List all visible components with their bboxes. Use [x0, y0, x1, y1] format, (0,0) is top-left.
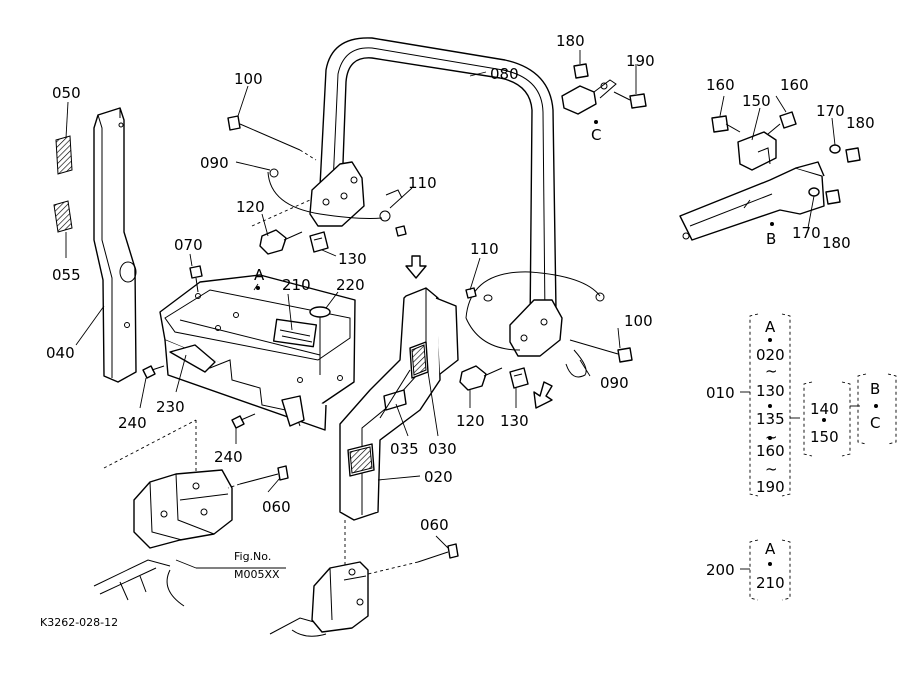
bolt-070 [189, 265, 203, 293]
callout-c-main: C [591, 126, 601, 144]
callout-010: 010 [706, 384, 735, 402]
asm010-sub-1: 140 [810, 400, 839, 418]
assembly-tree-010 [740, 313, 897, 497]
callout-120-lower: 120 [456, 412, 485, 430]
callout-090-upper: 090 [200, 154, 229, 172]
washer-170-bottom [808, 187, 820, 197]
bolt-240-left [142, 365, 165, 379]
callout-170-bottom: 170 [792, 224, 821, 242]
callout-100-upper: 100 [234, 70, 263, 88]
bolt-160-left [711, 115, 741, 133]
leader-lines [65, 50, 836, 569]
nut-180-right-top [845, 147, 861, 163]
asm010-item-7: 160 [756, 442, 785, 460]
callout-a-main: A [254, 266, 265, 284]
callout-020: 020 [424, 468, 453, 486]
clip-130-lower [509, 367, 529, 389]
callout-170-top: 170 [816, 102, 845, 120]
bolt-100-upper [227, 115, 317, 161]
callout-060-left: 060 [262, 498, 291, 516]
callout-120-upper: 120 [236, 198, 265, 216]
callout-230: 230 [156, 398, 185, 416]
asm010-item-1: A [765, 318, 776, 336]
callout-160-right: 160 [780, 76, 809, 94]
rops-hoop-080 [309, 37, 563, 357]
callout-240-lower: 240 [214, 448, 243, 466]
callout-180-top: 180 [556, 32, 585, 50]
knob-120-upper [259, 229, 303, 255]
direction-arrow-lower [533, 381, 553, 409]
asm010-item-9: 190 [756, 478, 785, 496]
bolt-240-lower [231, 413, 256, 429]
direction-arrow-upper [405, 255, 427, 279]
washer-170-top [829, 144, 841, 154]
base-bracket-a [159, 274, 356, 431]
callout-110-lower: 110 [470, 240, 499, 258]
fig-no-label: Fig.No. [234, 550, 271, 563]
callout-040: 040 [46, 344, 75, 362]
clip-130-upper [309, 231, 329, 253]
asm010-item-2: 020 [756, 346, 785, 364]
callout-030: 030 [428, 440, 457, 458]
callout-060-right: 060 [420, 516, 449, 534]
bolt-190 [613, 91, 647, 109]
knob-120-lower [459, 365, 503, 391]
callout-220: 220 [336, 276, 365, 294]
callout-180-right-bottom: 180 [822, 234, 851, 252]
lock-pin-090-upper [267, 168, 403, 222]
asm200-item-1: A [765, 540, 776, 558]
pin-c-assembly [561, 79, 617, 115]
left-post-040 [93, 107, 137, 383]
callout-190: 190 [626, 52, 655, 70]
asm010-item-8: ~ [765, 460, 778, 478]
callout-210: 210 [282, 276, 311, 294]
bolt-060-left [239, 465, 289, 485]
callout-080: 080 [490, 65, 519, 83]
callout-050: 050 [52, 84, 81, 102]
plate-150 [737, 131, 777, 171]
asm010-item-4: 130 [756, 382, 785, 400]
callout-100-lower: 100 [624, 312, 653, 330]
callout-110-upper: 110 [408, 174, 437, 192]
callout-160-left: 160 [706, 76, 735, 94]
asm200-item-2: 210 [756, 574, 785, 592]
guide-lines [103, 199, 419, 575]
callout-180-right-top: 180 [846, 114, 875, 132]
right-post-020 [339, 287, 459, 521]
bracket-b-assembly [679, 161, 825, 241]
asm010-item-5: 135 [756, 410, 785, 428]
callout-150: 150 [742, 92, 771, 110]
fig-code: M005XX [234, 568, 280, 581]
asm010-item-6: ~ [765, 428, 778, 446]
nut-110-lower [465, 287, 493, 302]
bolt-160-right [767, 111, 797, 135]
callout-b-main: B [766, 230, 776, 248]
asm010-sub-2: 150 [810, 428, 839, 446]
lower-right-mount [269, 561, 369, 637]
callout-240-left: 240 [118, 414, 147, 432]
asm010-opt-1: B [870, 380, 880, 398]
callout-055: 055 [52, 266, 81, 284]
nut-180-right-bottom [825, 189, 841, 205]
callout-130-lower: 130 [500, 412, 529, 430]
drawing-id: K3262-028-12 [40, 616, 118, 629]
nut-110-upper [395, 225, 407, 237]
callout-035: 035 [390, 440, 419, 458]
bolt-060-right [417, 543, 459, 563]
label-decal-050 [55, 135, 73, 175]
nut-180-top [573, 63, 589, 79]
callout-090-lower: 090 [600, 374, 629, 392]
callout-070: 070 [174, 236, 203, 254]
asm010-opt-2: C [870, 414, 880, 432]
callout-200: 200 [706, 561, 735, 579]
knob-220 [309, 306, 331, 375]
assembly-tree-200 [740, 539, 791, 601]
asm010-item-3: ~ [765, 362, 778, 380]
label-decal-055 [53, 200, 73, 233]
callout-130-upper: 130 [338, 250, 367, 268]
bolt-100-lower [569, 339, 633, 363]
lower-left-mount [93, 469, 233, 607]
